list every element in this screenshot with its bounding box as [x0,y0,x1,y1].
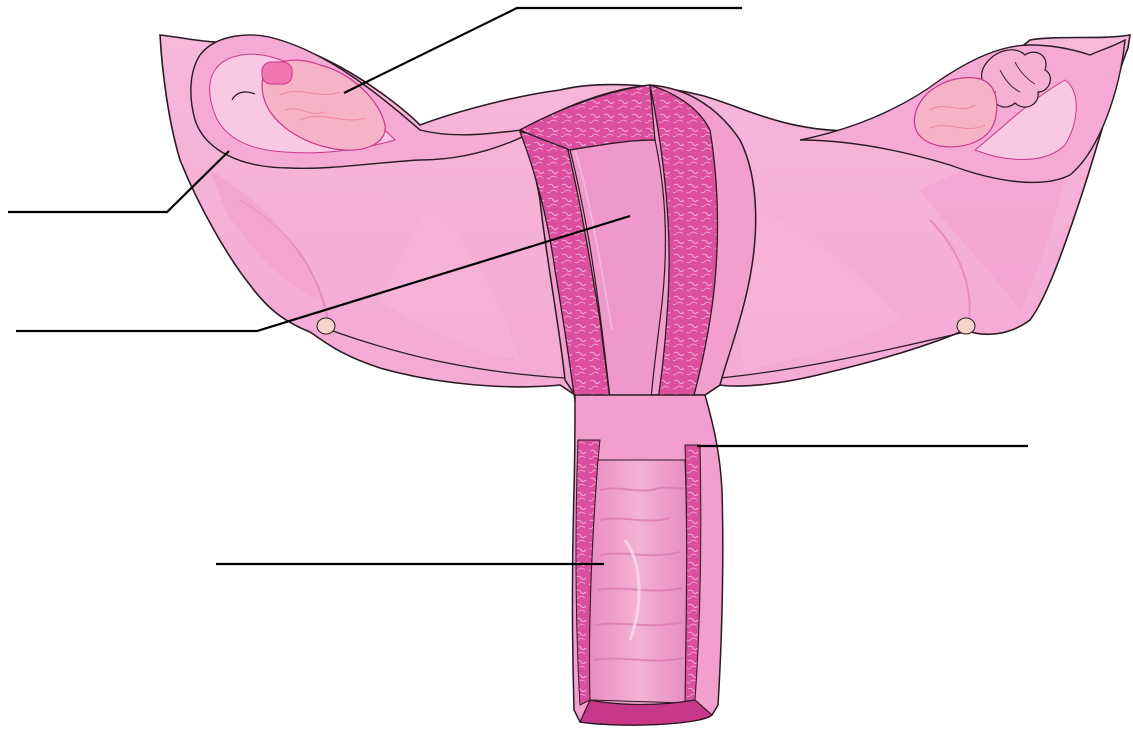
right-ovary [914,78,996,147]
uterus [520,85,756,440]
leader-line-top [344,8,742,93]
left-ligament-stub [317,318,335,334]
right-ligament-stub [957,318,975,334]
ovary-follicle [262,62,292,84]
vagina [573,395,723,725]
